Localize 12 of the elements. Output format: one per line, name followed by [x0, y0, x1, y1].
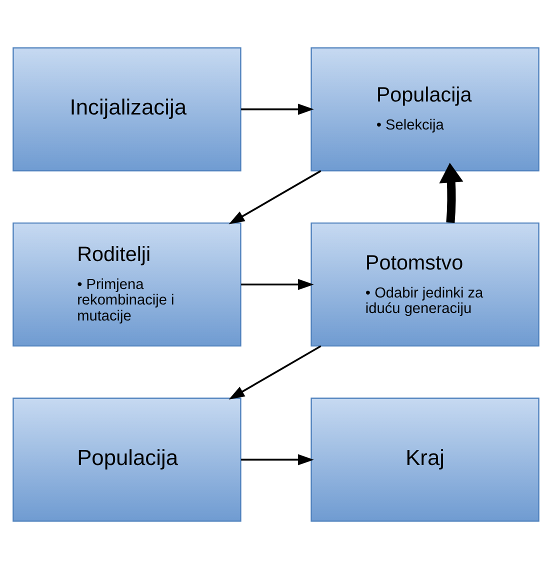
arrow	[241, 103, 314, 114]
node-box: Populacija • Selekcija	[310, 46, 540, 171]
arrow	[228, 170, 322, 224]
node-box: Potomstvo • Odabir jedinki za iduću generaciju	[310, 222, 540, 346]
arrow	[228, 344, 322, 399]
node-box: Incijalizacija	[12, 46, 242, 171]
arrow	[439, 162, 464, 222]
node-box: Roditelji • Primjena rekombinacije i mutacije	[12, 222, 242, 346]
node-box: Kraj	[310, 397, 540, 522]
arrow	[241, 454, 314, 465]
node-box: Populacija	[12, 397, 242, 522]
arrow	[241, 278, 314, 290]
